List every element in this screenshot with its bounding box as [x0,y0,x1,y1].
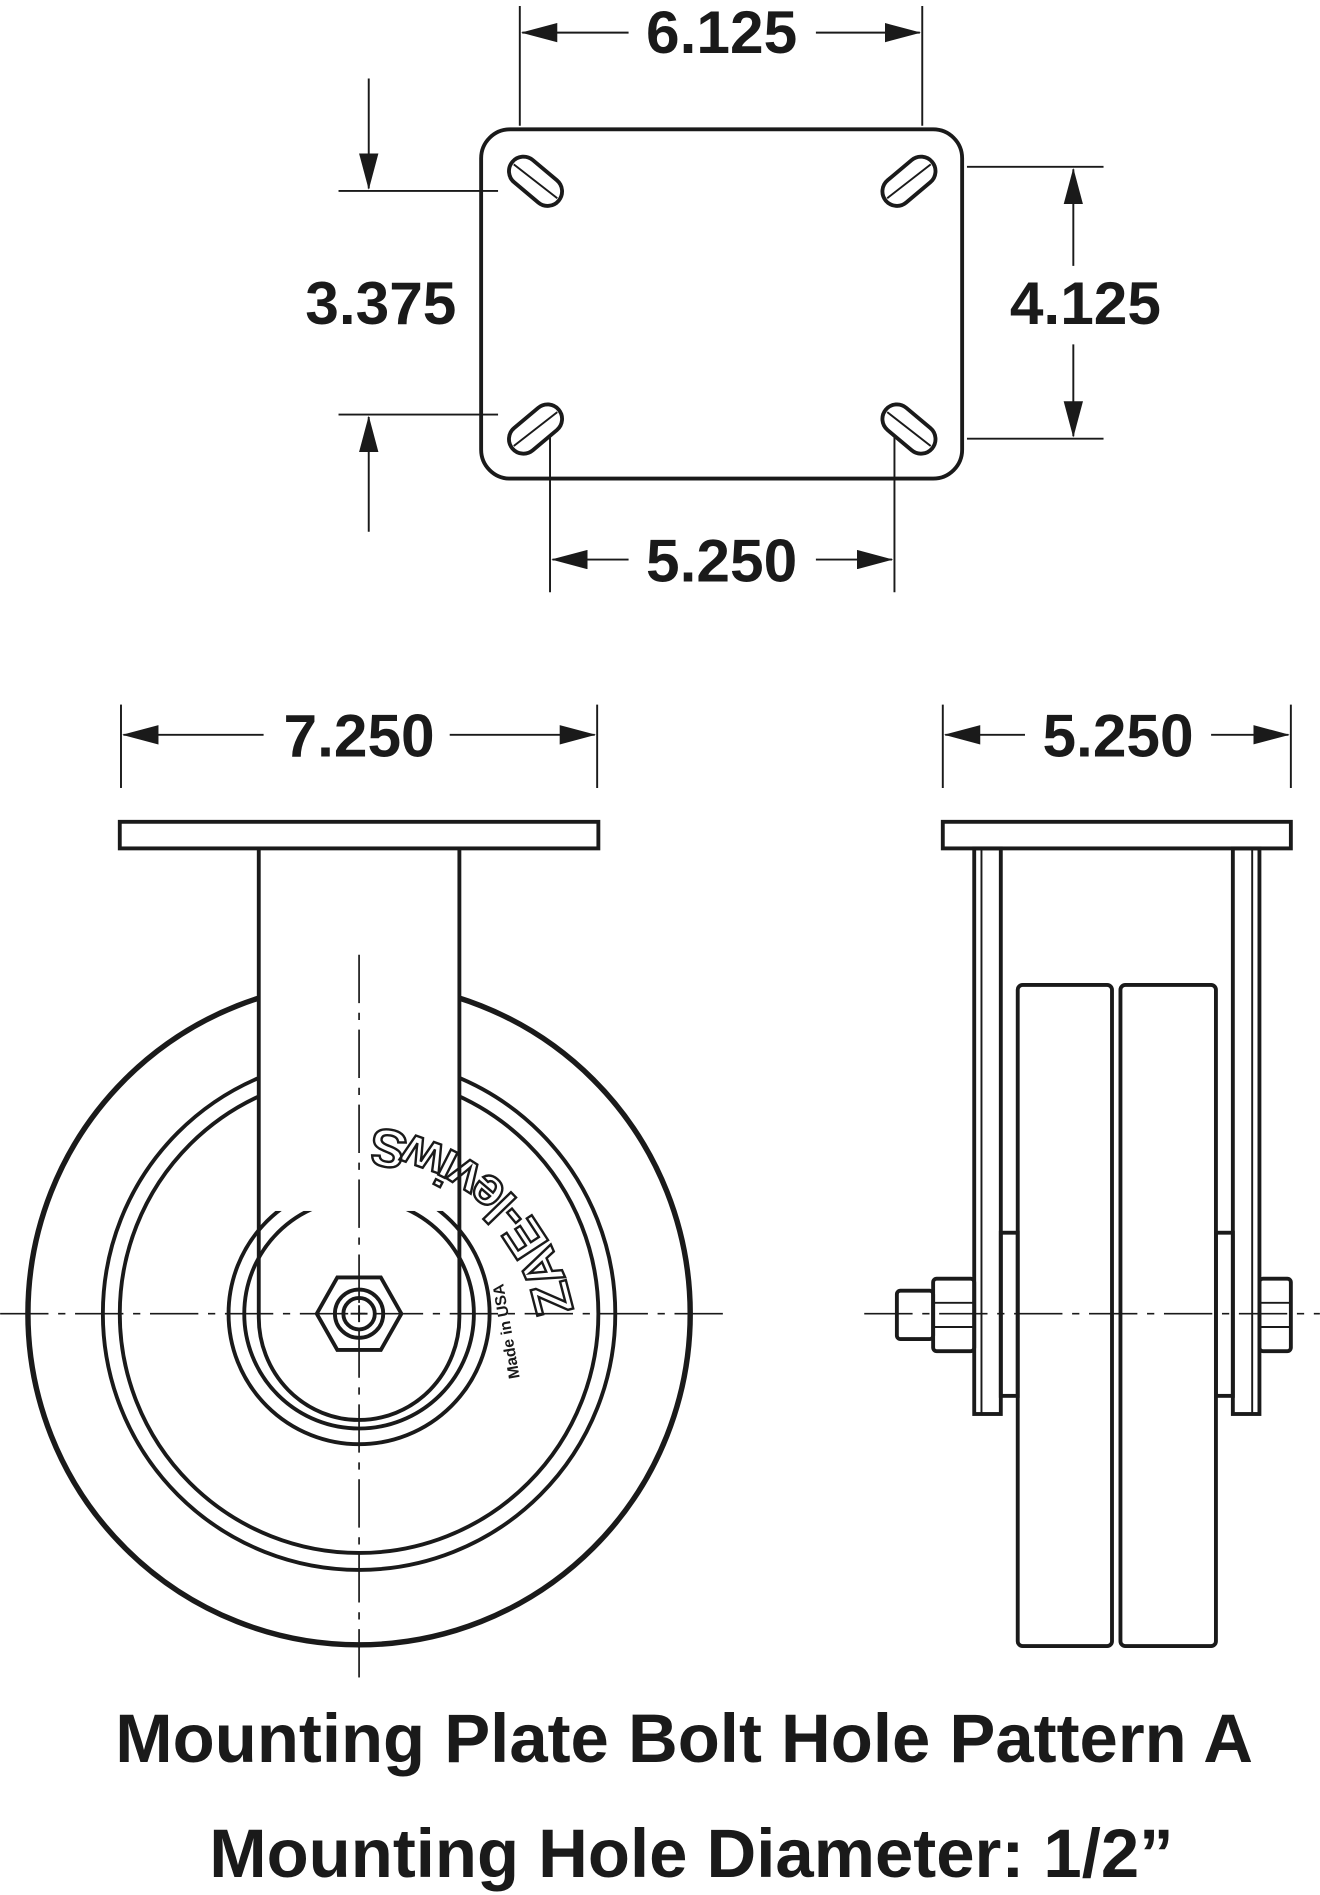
dimension-side-width: 5.250 [941,702,1292,788]
top-view-mounting-plate [479,127,965,481]
top-plate [117,819,601,851]
dimension-plate-width: 4.125 [966,165,1161,440]
top-plate [940,819,1293,851]
side-view-caster [864,819,1320,1648]
bolt-slot [880,154,938,208]
dimension-front-width: 7.250 [120,702,599,788]
dimension-label: 5.250 [1042,702,1193,770]
bolt-slot [507,154,564,208]
dimension-label: 4.125 [1010,269,1161,337]
dimension-label: 7.250 [283,702,434,770]
axle-nut [1257,1276,1293,1354]
hex-nut [314,1275,404,1352]
caption-bolt-pattern: Mounting Plate Bolt Hole Pattern A [115,1700,1253,1777]
fork-leg [1230,846,1262,1416]
dimension-label: 3.375 [305,269,456,337]
caption-hole-diameter: Mounting Hole Diameter: 1/2” [209,1815,1173,1892]
dimension-bolt-spacing-vertical: 3.375 [305,78,499,532]
axle-bolt-end [894,1288,936,1342]
wheel-half [1118,983,1218,1648]
axle-nut [931,1276,977,1354]
dimension-bolt-spacing-horizontal: 5.250 [549,437,896,594]
bolt-slot [507,402,564,456]
bolt-slot [880,402,938,456]
front-view-caster: ZAE-leviwS Made in USA [0,819,726,1680]
dimension-label: 5.250 [646,526,797,594]
fork-leg [972,846,1003,1416]
dimension-label: 6.125 [646,0,797,66]
made-in-usa-mark: Made in USA [490,1283,523,1380]
wheel-half [1015,983,1114,1648]
dimension-plate-length: 6.125 [518,0,924,126]
